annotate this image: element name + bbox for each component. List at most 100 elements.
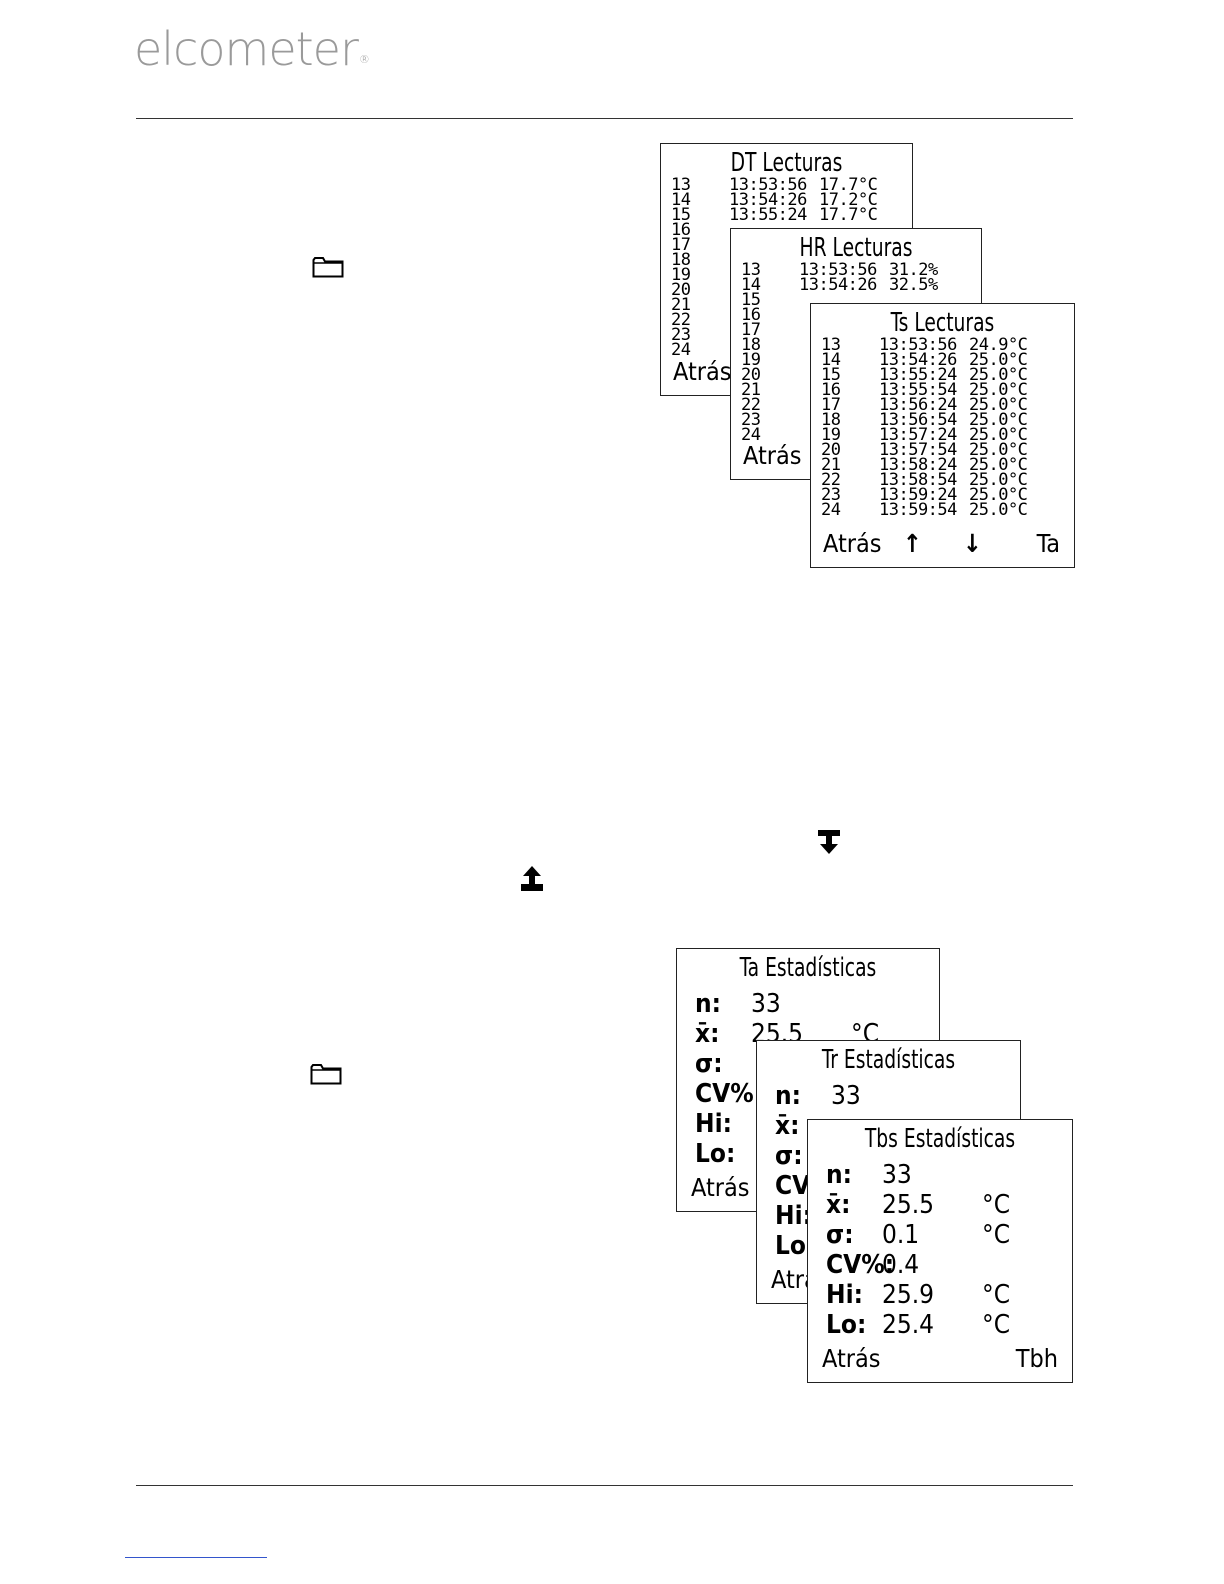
softkey-up-arrow-icon[interactable]: ↑ (903, 529, 922, 558)
header-rule (136, 118, 1073, 119)
reading-index: 20 (741, 365, 761, 385)
reading-index: 23 (741, 410, 761, 430)
reading-row: 21 (671, 297, 877, 314)
reading-index: 19 (671, 265, 691, 285)
softkey-next[interactable]: Ta (1036, 529, 1060, 558)
reading-index: 16 (671, 220, 691, 240)
statistic-label: x̄: (775, 1111, 800, 1141)
reading-index: 24 (821, 500, 841, 520)
statistic-row: Lo: (695, 1139, 891, 1169)
reading-index: 21 (821, 455, 841, 475)
reading-time: 13:55:54 (879, 380, 957, 400)
screen-title: Ts Lecturas (890, 308, 995, 338)
reading-time: 13:58:54 (879, 470, 957, 490)
reading-row: 15 (741, 290, 938, 310)
reading-index: 14 (741, 275, 761, 295)
statistic-unit (982, 1250, 1022, 1280)
softkey-bar: Atrás Tbh (820, 1344, 1058, 1374)
statistic-label: n: (695, 989, 722, 1019)
statistic-label: Hi: (695, 1109, 732, 1139)
softkey-next[interactable]: Tbh (1015, 1344, 1058, 1373)
statistic-label: σ: (775, 1141, 803, 1171)
softkey-back[interactable]: Atrás (673, 357, 732, 386)
reading-value: 25.0°C (969, 410, 1028, 430)
download-icon (818, 830, 840, 854)
statistic-row: n: 33 (826, 1160, 1022, 1190)
statistic-row: Lo: 25.4 °C (826, 1310, 1022, 1340)
reading-index: 18 (741, 335, 761, 355)
reading-row: 20 (741, 365, 938, 385)
reading-row: 16 (671, 220, 877, 240)
reading-index: 21 (741, 380, 761, 400)
reading-value: 25.0°C (969, 440, 1028, 460)
statistic-label: Lo: (826, 1310, 867, 1340)
reading-value: 25.0°C (969, 455, 1028, 475)
softkey-bar: Atrás (689, 1173, 925, 1203)
statistic-label: n: (775, 1081, 802, 1111)
reading-row: 17 (671, 237, 877, 254)
reading-index: 14 (671, 190, 691, 210)
reading-time: 13:53:56 (729, 175, 807, 195)
statistic-row: x̄:25.5°C (826, 1190, 1022, 1220)
reading-row: 20 (671, 280, 877, 300)
statistic-value: 33 (882, 1160, 912, 1190)
reading-value: 25.0°C (969, 380, 1028, 400)
reading-index: 22 (741, 395, 761, 415)
reading-row: 19 (671, 265, 877, 285)
reading-time: 13:55:24 (879, 365, 957, 385)
statistic-unit: °C (982, 1190, 1011, 1220)
reading-time: 13:59:54 (879, 500, 957, 520)
statistic-value: 25.9 (882, 1280, 935, 1310)
reading-value: 17.2°C (819, 190, 878, 210)
reading-time: 13:53:56 (879, 335, 957, 355)
statistic-row: Lo (775, 1231, 971, 1261)
reading-value: 17.7°C (819, 175, 878, 195)
screen-title: HR Lecturas (799, 233, 913, 263)
statistic-row: n:33 (695, 989, 891, 1019)
folder-icon (310, 1064, 342, 1085)
statistic-label: n: (826, 1160, 853, 1190)
statistic-unit: °C (982, 1310, 1011, 1340)
reading-index: 13 (741, 260, 761, 280)
reading-index: 17 (741, 320, 761, 340)
reading-value: 25.0°C (969, 485, 1028, 505)
statistic-value: 25.5 (882, 1190, 935, 1220)
softkey-back[interactable]: Atrás (691, 1173, 750, 1202)
reading-index: 15 (821, 365, 841, 385)
reading-time: 13:53:56 (799, 260, 877, 280)
statistic-label: CV%: (826, 1250, 895, 1280)
statistic-row: CV%: (695, 1079, 891, 1109)
softkey-back[interactable]: Atrás (743, 441, 802, 470)
statistic-value: 25.4 (882, 1310, 935, 1340)
softkey-down-arrow-icon[interactable]: ↓ (963, 529, 982, 558)
reading-index: 23 (821, 485, 841, 505)
statistic-row: n: 33 (775, 1081, 971, 1111)
reading-index: 20 (671, 280, 691, 300)
softkey-bar: Atrás ↑ ↓ Ta (823, 529, 1060, 559)
reading-index: 13 (671, 175, 691, 195)
footer-rule (136, 1485, 1073, 1486)
statistic-value: 33 (831, 1081, 861, 1111)
reading-index: 17 (821, 395, 841, 415)
statistic-label: x̄: (695, 1019, 720, 1049)
screen-title: Ta Estadísticas (739, 953, 877, 983)
reading-row: 17 (741, 320, 938, 340)
softkey-back[interactable]: Atrás (823, 529, 882, 558)
statistic-unit: °C (982, 1280, 1011, 1310)
softkey-back[interactable]: Atrás (822, 1344, 881, 1373)
reading-row: 22 (741, 395, 938, 415)
reading-index: 15 (741, 290, 761, 310)
